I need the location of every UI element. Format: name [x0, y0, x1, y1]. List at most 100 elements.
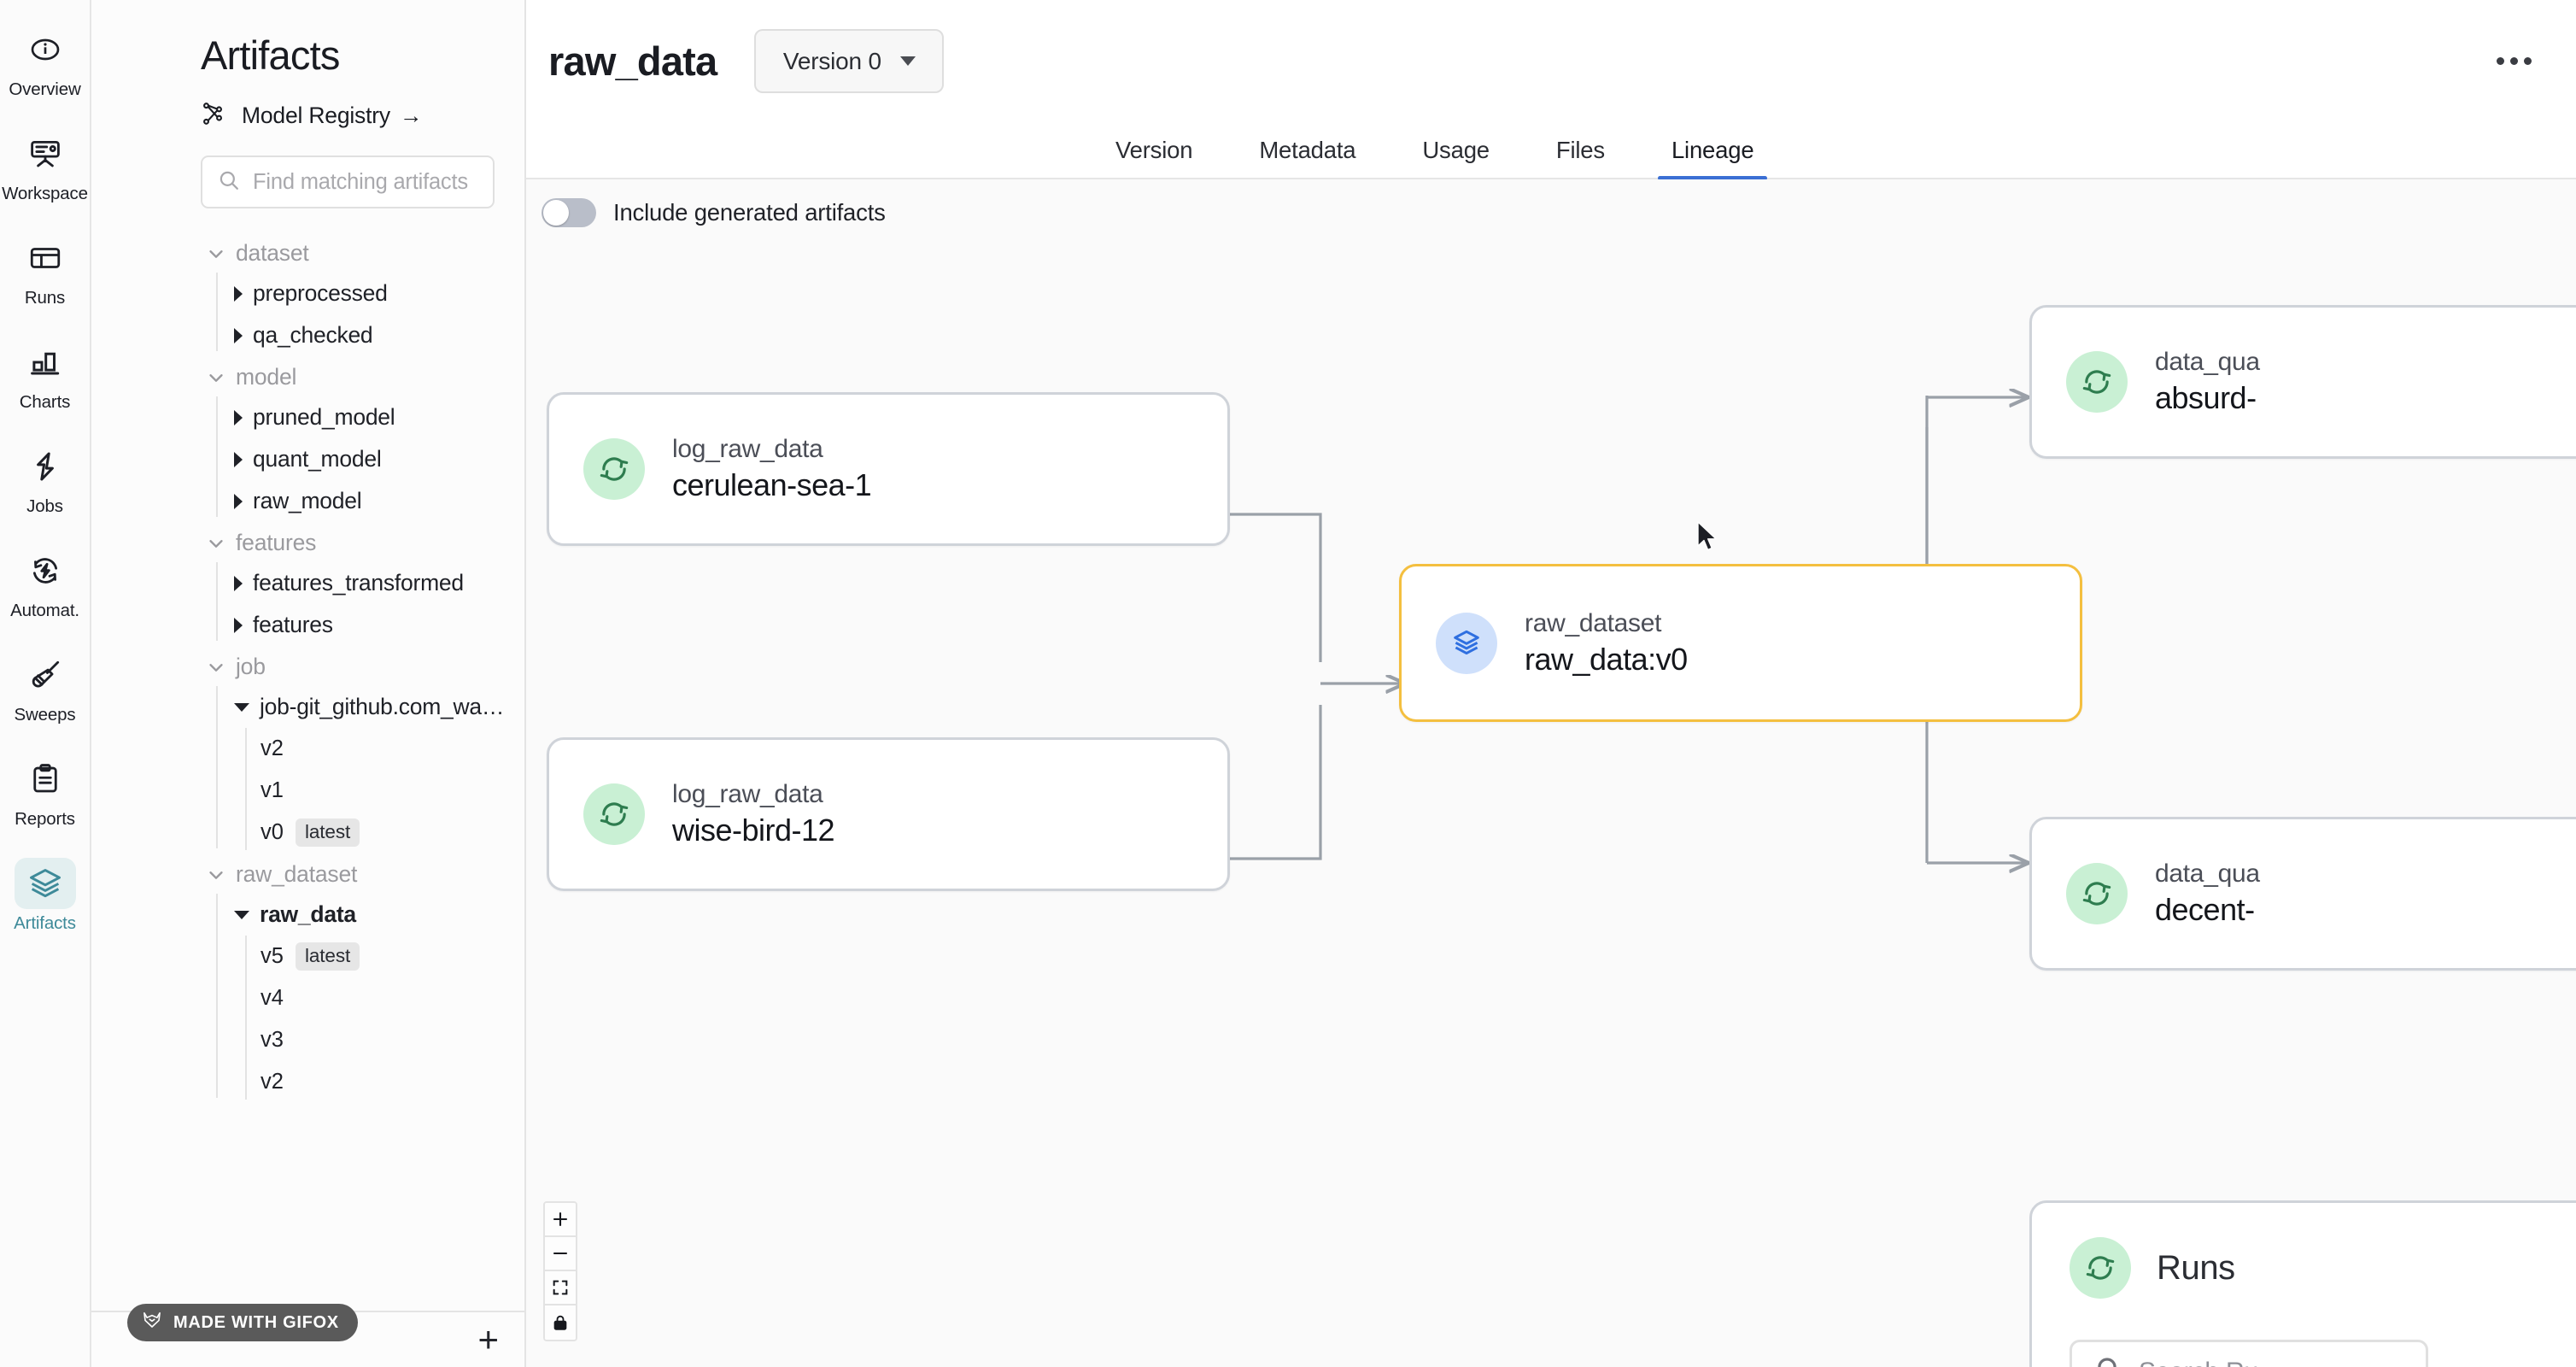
- search-input[interactable]: [253, 169, 478, 195]
- node-text: log_raw_data wise-bird-12: [672, 777, 835, 850]
- tree-children: job-git_github.com_wa… v2 v1 v0 latest: [91, 686, 524, 854]
- tree-version-row[interactable]: v0 latest: [91, 812, 524, 854]
- caret-right-icon: [234, 409, 243, 425]
- version-select[interactable]: Version 0: [754, 29, 945, 93]
- tree-row[interactable]: preprocessed: [91, 273, 524, 314]
- chevron-down-icon: [899, 56, 916, 66]
- tab-files[interactable]: Files: [1555, 137, 1605, 163]
- add-artifact-button[interactable]: +: [477, 1319, 499, 1359]
- sidebar-item-label: Reports: [15, 809, 75, 829]
- tree-version-row[interactable]: v4: [91, 977, 524, 1019]
- caret-right-icon: [234, 493, 243, 509]
- tree-group-toggle[interactable]: model: [91, 358, 524, 396]
- tree-children: preprocessed qa_checked: [91, 273, 524, 356]
- sidebar-item-label: Automat.: [10, 601, 79, 620]
- tree-row[interactable]: qa_checked: [91, 314, 524, 356]
- tree-row[interactable]: raw_model: [91, 480, 524, 522]
- tree-group-toggle[interactable]: dataset: [91, 234, 524, 273]
- caret-down-icon: [234, 702, 249, 712]
- tree-group-job: job job-git_github.com_wa… v2 v1: [91, 648, 524, 854]
- fit-view-button[interactable]: [545, 1271, 576, 1305]
- include-generated-artifacts-toggle[interactable]: [542, 198, 596, 227]
- tab-usage[interactable]: Usage: [1422, 137, 1490, 163]
- model-registry-link[interactable]: Model Registry →: [201, 99, 524, 132]
- sidebar-item-charts[interactable]: Charts: [3, 337, 86, 413]
- model-registry-label: Model Registry →: [242, 103, 423, 128]
- tab-metadata[interactable]: Metadata: [1259, 137, 1356, 163]
- tree-version-row[interactable]: v2: [91, 1061, 524, 1103]
- page-title: Artifacts: [201, 32, 340, 78]
- tree-group-label: job: [236, 654, 266, 679]
- tree-row-label: qa_checked: [253, 322, 373, 348]
- sidebar-item-automations[interactable]: Automat.: [3, 545, 86, 621]
- artifact-tree: dataset preprocessed qa_checked: [91, 234, 524, 1156]
- sidebar-item-overview[interactable]: Overview: [3, 24, 86, 100]
- layers-icon: [1436, 612, 1497, 674]
- run-refresh-icon: [2066, 351, 2128, 413]
- tree-row[interactable]: features_transformed: [91, 562, 524, 604]
- tree-children: raw_data v5 latest v4 v3: [91, 894, 524, 1103]
- tab-lineage[interactable]: Lineage: [1657, 137, 1769, 180]
- search-icon: [217, 168, 241, 197]
- lock-view-button[interactable]: [545, 1305, 576, 1340]
- tree-row-raw-data[interactable]: raw_data: [91, 894, 524, 936]
- tree-row[interactable]: pruned_model: [91, 396, 524, 438]
- automation-icon: [15, 545, 76, 596]
- node-subtitle: log_raw_data: [672, 780, 823, 809]
- gifox-label: MADE WITH GIFOX: [173, 1312, 339, 1332]
- lineage-runs-panel[interactable]: Runs Search Ru: [2029, 1200, 2576, 1367]
- lineage-node-cerulean-sea-1[interactable]: log_raw_data cerulean-sea-1: [547, 392, 1230, 546]
- tree-row[interactable]: features: [91, 604, 524, 646]
- sidebar-item-artifacts[interactable]: Artifacts: [3, 858, 86, 934]
- sidebar-item-label: Overview: [9, 79, 81, 99]
- sidebar-item-jobs[interactable]: Jobs: [3, 441, 86, 517]
- lineage-graph: log_raw_data cerulean-sea-1: [526, 179, 2576, 1367]
- node-text: log_raw_data cerulean-sea-1: [672, 432, 872, 505]
- tree-row-label: preprocessed: [253, 280, 388, 306]
- tab-version[interactable]: Version: [1115, 137, 1193, 163]
- tree-group-toggle[interactable]: features: [91, 524, 524, 562]
- artifacts-panel: Artifacts Model Registry →: [91, 0, 526, 1367]
- node-text: data_qua decent-: [2155, 857, 2260, 930]
- tree-row[interactable]: quant_model: [91, 438, 524, 480]
- zoom-out-button[interactable]: [545, 1237, 576, 1271]
- tree-group-toggle[interactable]: job: [91, 648, 524, 686]
- lineage-canvas[interactable]: Include generated artifacts: [526, 179, 2576, 1367]
- runs-search-box[interactable]: Search Ru: [2070, 1340, 2428, 1367]
- runs-search-placeholder: Search Ru: [2139, 1358, 2258, 1367]
- sidebar-item-workspace[interactable]: Workspace: [2, 128, 88, 204]
- runs-panel-title: Runs: [2157, 1248, 2235, 1287]
- artifact-search-box[interactable]: [201, 155, 495, 208]
- node-title: absurd-: [2155, 380, 2257, 416]
- tree-version-list: v5 latest v4 v3 v2: [91, 936, 524, 1103]
- tree-row[interactable]: job-git_github.com_wa…: [91, 686, 524, 728]
- tree-group-model: model pruned_model quant_model raw_model: [91, 358, 524, 522]
- tree-row-label: features: [253, 612, 333, 637]
- lineage-node-wise-bird-12[interactable]: log_raw_data wise-bird-12: [547, 737, 1230, 891]
- chevron-down-icon: [209, 373, 223, 382]
- ellipsis-icon: [2524, 57, 2532, 65]
- overflow-menu-button[interactable]: [2497, 57, 2532, 65]
- arrow-right-icon: →: [399, 103, 423, 128]
- node-subtitle: raw_dataset: [1525, 608, 1662, 637]
- lineage-node-absurd[interactable]: data_qua absurd-: [2029, 305, 2576, 459]
- lineage-node-raw-data-v0[interactable]: raw_dataset raw_data:v0: [1399, 564, 2082, 722]
- tree-version-row[interactable]: v2: [91, 728, 524, 770]
- lineage-node-decent[interactable]: data_qua decent-: [2029, 817, 2576, 971]
- caret-right-icon: [234, 285, 243, 302]
- bolt-icon: [15, 441, 76, 492]
- tree-group-toggle[interactable]: raw_dataset: [91, 855, 524, 894]
- gifox-watermark: MADE WITH GIFOX: [127, 1304, 358, 1341]
- node-title: decent-: [2155, 892, 2255, 928]
- tree-row-label: raw_data: [260, 901, 356, 927]
- sidebar-item-sweeps[interactable]: Sweeps: [3, 649, 86, 725]
- sidebar-item-runs[interactable]: Runs: [3, 232, 86, 308]
- sidebar-item-reports[interactable]: Reports: [3, 754, 86, 830]
- zoom-in-button[interactable]: [545, 1203, 576, 1237]
- sidebar-item-label: Jobs: [26, 496, 63, 516]
- tree-version-row[interactable]: v3: [91, 1019, 524, 1061]
- tree-version-row[interactable]: v1: [91, 770, 524, 812]
- node-title: wise-bird-12: [672, 813, 835, 848]
- broom-icon: [15, 649, 76, 701]
- tree-version-row[interactable]: v5 latest: [91, 936, 524, 977]
